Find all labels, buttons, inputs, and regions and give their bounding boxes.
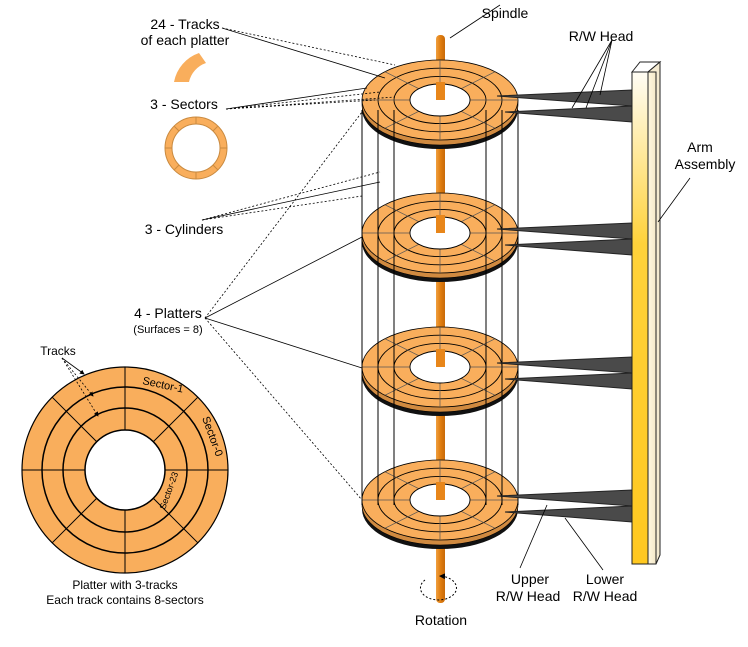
sector-divider <box>152 497 199 544</box>
caption-line-2: Each track contains 8-sectors <box>46 593 203 607</box>
surfaces-label: (Surfaces = 8) <box>133 324 202 336</box>
spindle-segment <box>436 482 445 500</box>
sector-divider <box>173 125 180 132</box>
platter-detail <box>21 366 229 574</box>
lower-head-label: Lower <box>586 571 624 587</box>
sectors-label: 3 - Sectors <box>150 96 218 112</box>
arm-label: Arm <box>687 139 713 155</box>
lower-rw-head <box>504 505 633 523</box>
cylinder-lines <box>361 110 519 505</box>
sector-divider <box>51 396 98 443</box>
upper-head-label-2: R/W Head <box>496 588 561 604</box>
spindle-label: Spindle <box>482 5 529 21</box>
upper-head-label: Upper <box>511 571 549 587</box>
tracks-pointers <box>61 357 99 417</box>
arm-label-2: Assembly <box>675 156 736 172</box>
track-segment-icon <box>174 53 206 82</box>
arm-assembly <box>630 60 662 565</box>
rotation-arrow <box>419 573 457 601</box>
upper-rw-head <box>496 222 633 240</box>
tracks-label: 24 - Tracks <box>150 16 219 32</box>
tracks-label-2: of each platter <box>141 32 230 48</box>
caption-line-1: Platter with 3-tracks <box>72 578 177 592</box>
upper-rw-head <box>496 356 633 374</box>
sector-ring-icon <box>164 116 228 180</box>
platter-3 <box>361 326 519 416</box>
sector-divider <box>212 164 219 171</box>
lower-rw-head <box>504 238 633 256</box>
rw-head-label: R/W Head <box>569 28 634 44</box>
sector-divider <box>152 396 199 443</box>
pointer-lines <box>201 4 691 571</box>
sector-divider <box>212 125 219 132</box>
lower-rw-head <box>504 372 633 390</box>
sector-divider <box>51 497 98 544</box>
lower-rw-head <box>504 105 633 123</box>
platter-1 <box>361 59 519 149</box>
platter-2 <box>361 192 519 282</box>
lower-head-label-2: R/W Head <box>573 588 638 604</box>
platter-4 <box>361 459 519 549</box>
upper-rw-head <box>496 489 633 507</box>
cylinders-label: 3 - Cylinders <box>145 221 224 237</box>
upper-rw-head <box>496 89 633 107</box>
platters-label: 4 - Platters <box>134 305 202 321</box>
spindle-segment <box>436 349 445 367</box>
spindle-segment <box>436 215 445 233</box>
spindle-segment <box>436 82 445 100</box>
sector-divider <box>173 164 180 171</box>
detail-tracks-label: Tracks <box>40 344 76 358</box>
rotation-label: Rotation <box>415 612 467 628</box>
